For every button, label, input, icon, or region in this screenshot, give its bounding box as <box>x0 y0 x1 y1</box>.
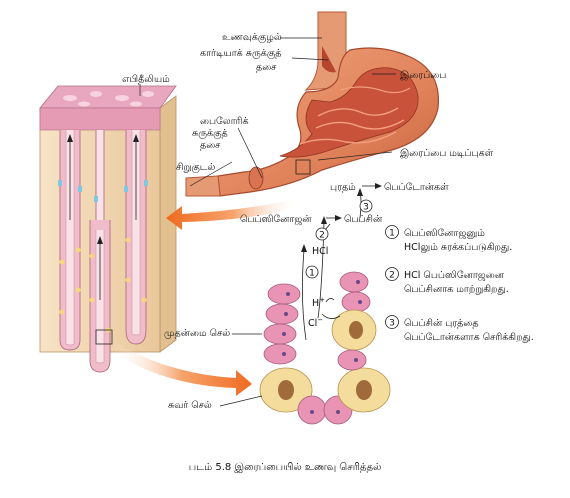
step-marker-3: 3 <box>359 199 373 213</box>
label-stomach: இரைப்பை <box>400 70 446 81</box>
step-item-3: 3 பெப்சின் புரத்தை பெப்டோன்களாக செரிக்கி… <box>385 315 534 343</box>
gastric-cell-cluster <box>259 216 391 425</box>
gastric-tissue-block <box>39 85 177 373</box>
svg-text:பெப்சினாக மாற்றுகிறது.: பெப்சினாக மாற்றுகிறது. <box>404 284 509 295</box>
step-marker-2: 2 <box>315 227 329 241</box>
label-small-intestine: சிறுகுடல் <box>176 162 215 174</box>
label-peptones: பெப்டோன்கள் <box>384 182 449 193</box>
svg-text:பெப்சின் புரத்தை: பெப்சின் புரத்தை <box>404 318 479 329</box>
svg-text:பெப்ஸினோஜனும்: பெப்ஸினோஜனும் <box>404 228 485 239</box>
label-epithelium: எபிதீலியம் <box>122 74 170 85</box>
svg-text:1: 1 <box>309 269 315 279</box>
svg-text:2: 2 <box>319 231 325 241</box>
leader-lines <box>139 37 396 407</box>
svg-text:3: 3 <box>389 319 395 329</box>
label-hcl: HCl <box>312 246 328 257</box>
label-pyloric-3: தசை <box>200 140 221 151</box>
step-list: 1 பெப்ஸினோஜனும் HClலும் சுரக்கப்படுகிறது… <box>385 225 534 343</box>
label-cardiac-sphincter-1: கார்டியாக் சுருக்குத் <box>200 48 282 60</box>
label-pepsin: பெப்சின் <box>344 214 383 225</box>
svg-text:பெப்டோன்களாக செரிக்கிறது.: பெப்டோன்களாக செரிக்கிறது. <box>404 332 534 343</box>
step-item-2: 2 HCl பெப்ஸினோஜனை பெப்சினாக மாற்றுகிறது. <box>385 267 509 295</box>
svg-text:HClலும் சுரக்கப்படுகிறது.: HClலும் சுரக்கப்படுகிறது. <box>404 242 512 253</box>
label-pyloric-2: சுருக்குத் <box>192 128 228 140</box>
label-cl-minus: Cl− <box>308 316 323 329</box>
label-chief-cell: முதன்மை செல் <box>164 328 230 339</box>
label-esophagus: உணவுக்குழல் <box>222 32 282 44</box>
step-marker-1: 1 <box>305 265 319 279</box>
svg-text:HCl பெப்ஸினோஜனை: HCl பெப்ஸினோஜனை <box>404 270 505 281</box>
label-cardiac-sphincter-2: தசை <box>256 62 277 73</box>
label-parietal-cell: சுவர் செல் <box>168 400 212 411</box>
svg-text:3: 3 <box>363 203 369 213</box>
zoom-arrow-stomach <box>166 198 300 230</box>
figure-caption: படம் 5.8 இரைப்பையில் உணவு செரித்தல் <box>189 462 382 473</box>
stomach-illustration <box>185 11 440 197</box>
label-h-plus: H+ <box>312 296 325 309</box>
zoom-box <box>295 159 311 175</box>
reaction-arrows <box>321 183 382 235</box>
svg-text:2: 2 <box>389 271 395 281</box>
zoom-arrow-gland <box>112 344 252 396</box>
svg-text:1: 1 <box>389 229 395 239</box>
label-pyloric-1: பைலோரிக் <box>200 116 249 127</box>
step-item-1: 1 பெப்ஸினோஜனும் HClலும் சுரக்கப்படுகிறது… <box>385 225 512 253</box>
label-protein: புரதம் <box>330 182 356 193</box>
label-gastric-folds: இரைப்பை மடிப்புகள் <box>400 148 494 159</box>
label-pepsinogen: பெப்ஸினோஜன் <box>240 214 312 225</box>
